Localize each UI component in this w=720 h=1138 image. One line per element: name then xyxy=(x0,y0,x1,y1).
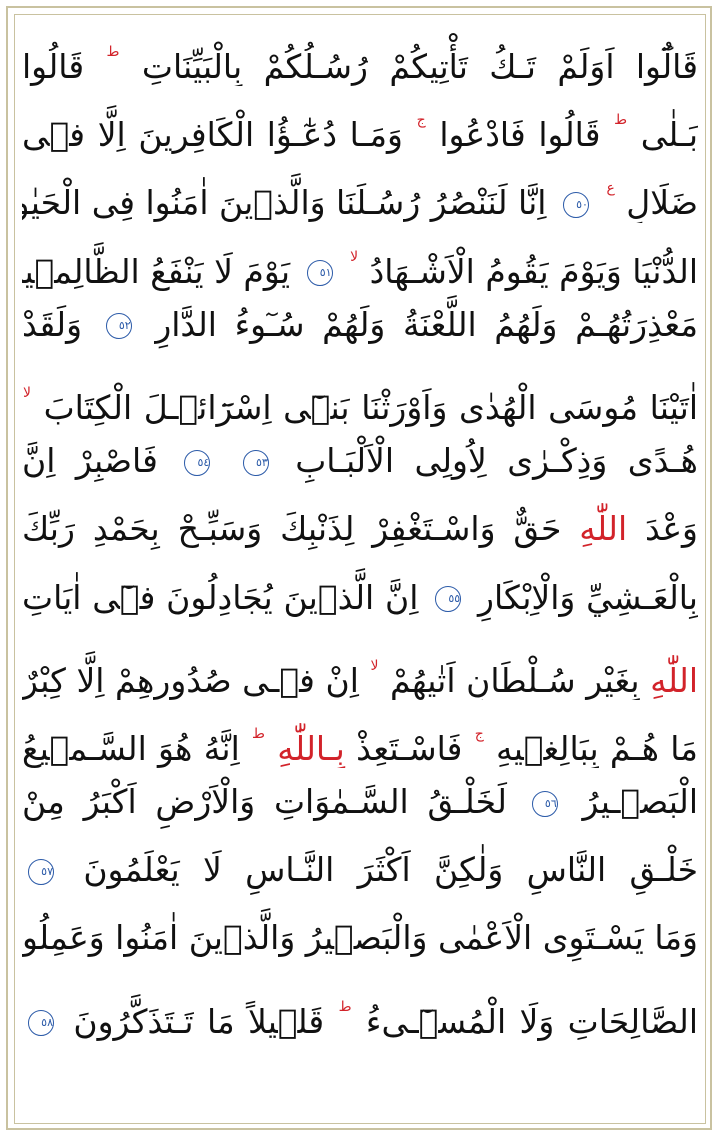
verse-text: اِنَّ الَّذٖينَ يُجَادِلُونَ فٖٓى اٰيَات… xyxy=(22,577,419,617)
text-line: اٰتَيْنَا مُوسَى الْهُدٰى وَاَوْرَثْنَا … xyxy=(22,359,698,427)
pause-mark: ج xyxy=(474,725,484,742)
pause-mark: ج xyxy=(416,112,426,129)
pause-mark: ع xyxy=(606,180,615,197)
verse-text: وَمَـا دُعٰٓـؤُا الْكَافِرِينَ اِلَّا فٖ… xyxy=(22,115,403,155)
verse-text: وَلَقَدْ xyxy=(22,304,83,344)
pause-mark: لا xyxy=(23,384,31,401)
verse-text: الدُّنْيَا وَيَوْمَ يَقُومُ الْاَشْـهَاد… xyxy=(369,251,698,291)
verse-text: هُـدًى وَذِكْـرٰى لِاُولِى الْاَلْبَـابِ xyxy=(295,441,698,481)
verse-text: فَاسْـتَعِذْ xyxy=(344,728,463,768)
text-line: مَا هُـمْ بِبَالِغٖيهِ ج فَاسْـتَعِذْ بِ… xyxy=(22,700,698,768)
verse-text: قَلٖيلاً مَا تَـتَذَكَّرُونَ xyxy=(73,1001,325,1041)
verse-text: بِغَيْرِ سُـلْطَانٍ اَتٰيهُمْ xyxy=(390,660,640,700)
verse-text: بَـلٰى xyxy=(640,115,698,155)
ayah-number-icon: ٥٤ xyxy=(184,449,211,476)
verse-text: مَعْذِرَتُهُـمْ وَلَهُمُ اللَّعْنَةُ وَل… xyxy=(155,304,698,344)
ayah-number-icon: ٥٠ xyxy=(562,191,589,218)
verse-text: اٰتَيْنَا مُوسَى الْهُدٰى وَاَوْرَثْنَا … xyxy=(43,387,698,427)
text-line: الصَّالِحَاتِ وَلَا الْمُسٖٓـىءُ ط قَلٖي… xyxy=(22,973,698,1041)
ayah-number-icon: ٥٣ xyxy=(242,449,269,476)
verse-text: خَلْـقِ النَّاسِ وَلٰكِنَّ اَكْثَرَ النَ… xyxy=(83,850,698,890)
page-frame-inner xyxy=(14,14,706,1124)
verse-text: اِنَّهُ هُوَ السَّـمٖيعُ xyxy=(22,728,240,768)
verse-text: فَاصْبِرْ اِنَّ xyxy=(22,441,158,481)
pause-mark: ط xyxy=(338,998,352,1015)
pause-mark: لا xyxy=(350,248,359,265)
verse-text: وَعْدَ xyxy=(627,509,698,549)
divine-name: اللّٰهِ xyxy=(579,509,628,549)
text-line: خَلْـقِ النَّاسِ وَلٰكِنَّ اَكْثَرَ النَ… xyxy=(22,836,698,904)
ayah-number-icon: ٥٢ xyxy=(105,313,132,340)
text-line: الدُّنْيَا وَيَوْمَ يَقُومُ الْاَشْـهَاد… xyxy=(22,223,698,291)
verse-text: وَمَا يَسْـتَوِى الْاَعْمٰى وَالْبَصٖيرُ… xyxy=(22,918,698,958)
verse-text: لَخَلْـقُ السَّـمٰوَاتِ وَالْاَرْضِ اَكْ… xyxy=(22,782,507,822)
text-line: وَعْدَ اللّٰهِ حَقٌّ وَاسْـتَغْفِرْ لِذَ… xyxy=(22,495,698,563)
verse-text: الصَّالِحَاتِ وَلَا الْمُسٖٓـىءُ xyxy=(365,1001,698,1041)
text-line: مَعْذِرَتُهُـمْ وَلَهُمُ اللَّعْنَةُ وَل… xyxy=(22,291,698,359)
text-line: الْبَصٖـيرُ ٥٦ لَخَلْـقُ السَّـمٰوَاتِ و… xyxy=(22,768,698,836)
verse-text: اِنَّا لَنَنْصُرُ رُسُـلَنَا وَالَّذٖينَ… xyxy=(22,183,547,223)
ayah-number-icon: ٥٨ xyxy=(28,1010,54,1037)
text-line: قَالُٓوا اَوَلَمْ تَـكُ تَأْتِيكُمْ رُسُ… xyxy=(22,18,698,86)
quran-page-text: قَالُٓوا اَوَلَمْ تَـكُ تَأْتِيكُمْ رُسُ… xyxy=(22,18,698,1118)
verse-text: قَالُوا xyxy=(22,47,85,86)
divine-name: بِـاللّٰهِ xyxy=(277,728,345,768)
pause-mark: لا xyxy=(370,657,379,674)
verse-text: مَا هُـمْ بِبَالِغٖيهِ xyxy=(496,728,698,768)
divine-name: اللّٰهِ xyxy=(650,660,698,700)
pause-mark: ط xyxy=(252,725,265,742)
pause-mark: ط xyxy=(614,112,628,129)
text-line: ضَلَالٍ ع ٥٠ اِنَّا لَنَنْصُرُ رُسُـلَنَ… xyxy=(22,154,698,222)
text-line: بَـلٰى ط قَالُوا فَادْعُوا ج وَمَـا دُعٰ… xyxy=(22,86,698,154)
verse-text: الْبَصٖـيرُ xyxy=(582,782,698,822)
pause-mark: ط xyxy=(106,44,120,60)
page-frame-outer xyxy=(6,6,712,1130)
text-line: هُـدًى وَذِكْـرٰى لِاُولِى الْاَلْبَـابِ… xyxy=(22,427,698,495)
ayah-number-icon: ٥١ xyxy=(306,260,333,287)
ayah-number-icon: ٥٧ xyxy=(28,858,54,885)
verse-text: يَوْمَ لَا يَنْفَعُ الظَّالِمٖينَ xyxy=(22,251,291,291)
verse-text: اِنْ فٖـى صُدُورِهِمْ اِلَّا كِبْرٌ xyxy=(22,660,359,700)
verse-text: بِالْعَـشِيِّ وَالْاِبْكَارِ xyxy=(478,577,698,617)
ayah-number-icon: ٥٦ xyxy=(531,790,558,817)
text-line: بِالْعَـشِيِّ وَالْاِبْكَارِ ٥٥ اِنَّ ال… xyxy=(22,564,698,632)
text-line: اللّٰهِ بِغَيْرِ سُـلْطَانٍ اَتٰيهُمْ لا… xyxy=(22,632,698,700)
text-line: وَمَا يَسْـتَوِى الْاَعْمٰى وَالْبَصٖيرُ… xyxy=(22,904,698,972)
verse-text: قَالُوا فَادْعُوا xyxy=(439,115,601,155)
ayah-number-icon: ٥٥ xyxy=(435,586,462,612)
verse-text: حَقٌّ وَاسْـتَغْفِرْ لِذَنْبِكَ وَسَبِّـ… xyxy=(22,509,562,549)
verse-text: قَالُٓوا اَوَلَمْ تَـكُ تَأْتِيكُمْ رُسُ… xyxy=(141,47,698,86)
verse-text: ضَلَالٍ xyxy=(626,183,698,223)
